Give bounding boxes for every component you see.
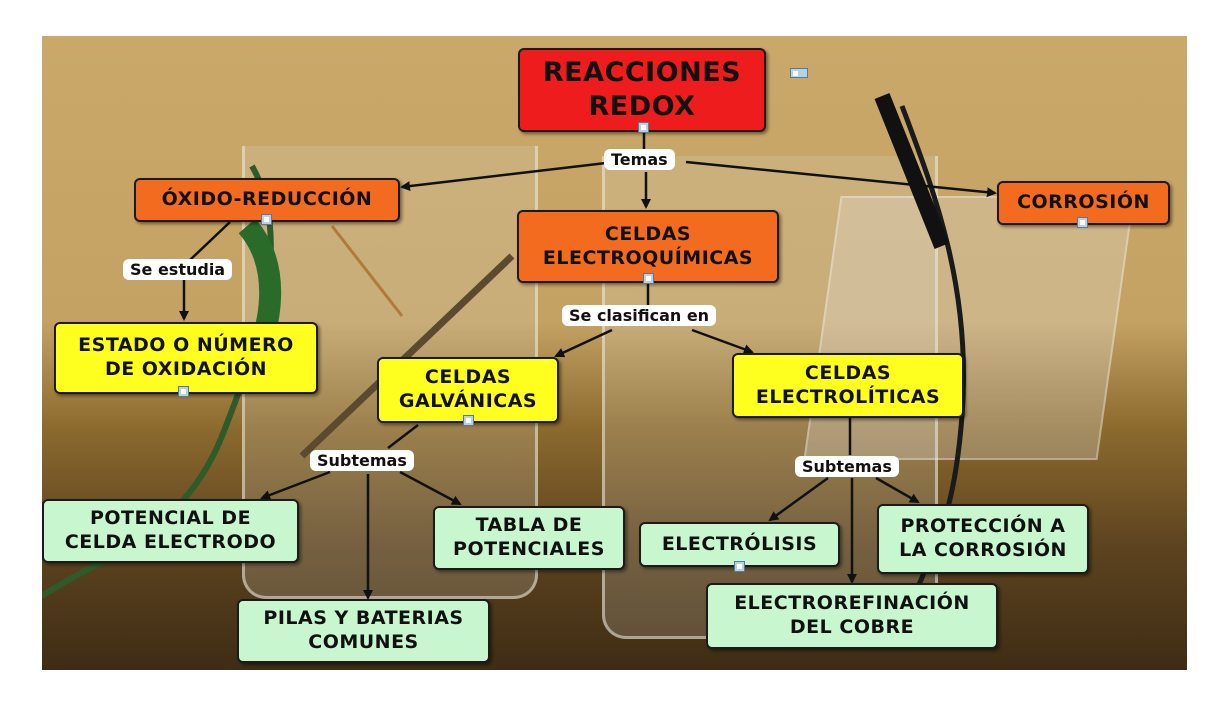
concept-proteccion-corrosion[interactable]: PROTECCIÓN A LA CORROSIÓN: [877, 504, 1089, 574]
link-subtemas-electrolisis: [768, 476, 829, 522]
link-label-temas: Temas: [604, 149, 675, 170]
concept-reacciones-redox[interactable]: REACCIONES REDOX: [518, 48, 766, 132]
link-label-se-estudia: Se estudia: [123, 259, 233, 280]
concept-celdas-electroquimicas[interactable]: CELDAS ELECTROQUÍMICAS: [517, 210, 779, 283]
resource-icon[interactable]: [638, 122, 649, 133]
concept-celdas-electroliticas[interactable]: CELDAS ELECTROLÍTICAS: [732, 353, 964, 418]
concept-celdas-galvanicas[interactable]: CELDAS GALVÁNICAS: [377, 357, 559, 423]
link-label-subtemas-electroliticas: Subtemas: [795, 456, 899, 477]
resource-icon[interactable]: [734, 561, 745, 572]
resource-icon[interactable]: [463, 415, 474, 426]
link-subtemas-potencial: [260, 470, 331, 500]
link-subtemas-tabla: [399, 470, 462, 506]
concept-estado-oxidacion[interactable]: ESTADO O NÚMERO DE OXIDACIÓN: [54, 322, 318, 394]
concept-potencial-celda[interactable]: POTENCIAL DE CELDA ELECTRODO: [42, 499, 299, 563]
link-clasifican-electroliticas: [691, 328, 754, 354]
concept-tabla-potenciales[interactable]: TABLA DE POTENCIALES: [433, 506, 625, 570]
resource-icon[interactable]: [261, 214, 272, 225]
note-icon[interactable]: [790, 68, 808, 78]
concept-electrolisis[interactable]: ELECTRÓLISIS: [639, 522, 840, 567]
link-galvanicas-subtemas: [387, 424, 419, 449]
link-label-subtemas-galvanicas: Subtemas: [310, 450, 414, 471]
link-label-se-clasifican: Se clasifican en: [562, 305, 717, 326]
concept-pilas-baterias[interactable]: PILAS Y BATERIAS COMUNES: [237, 599, 490, 663]
resource-icon[interactable]: [643, 273, 654, 284]
concept-electrorefinacion[interactable]: ELECTROREFINACIÓN DEL COBRE: [706, 583, 998, 649]
link-temas-corrosion: [685, 160, 997, 198]
resource-icon[interactable]: [1077, 217, 1088, 228]
link-subtemas-proteccion: [875, 476, 920, 504]
link-temas-oxido: [400, 161, 607, 192]
link-clasifican-galvanicas: [554, 328, 613, 358]
resource-icon[interactable]: [178, 386, 189, 397]
link-oxido-seestudia: [189, 221, 231, 261]
